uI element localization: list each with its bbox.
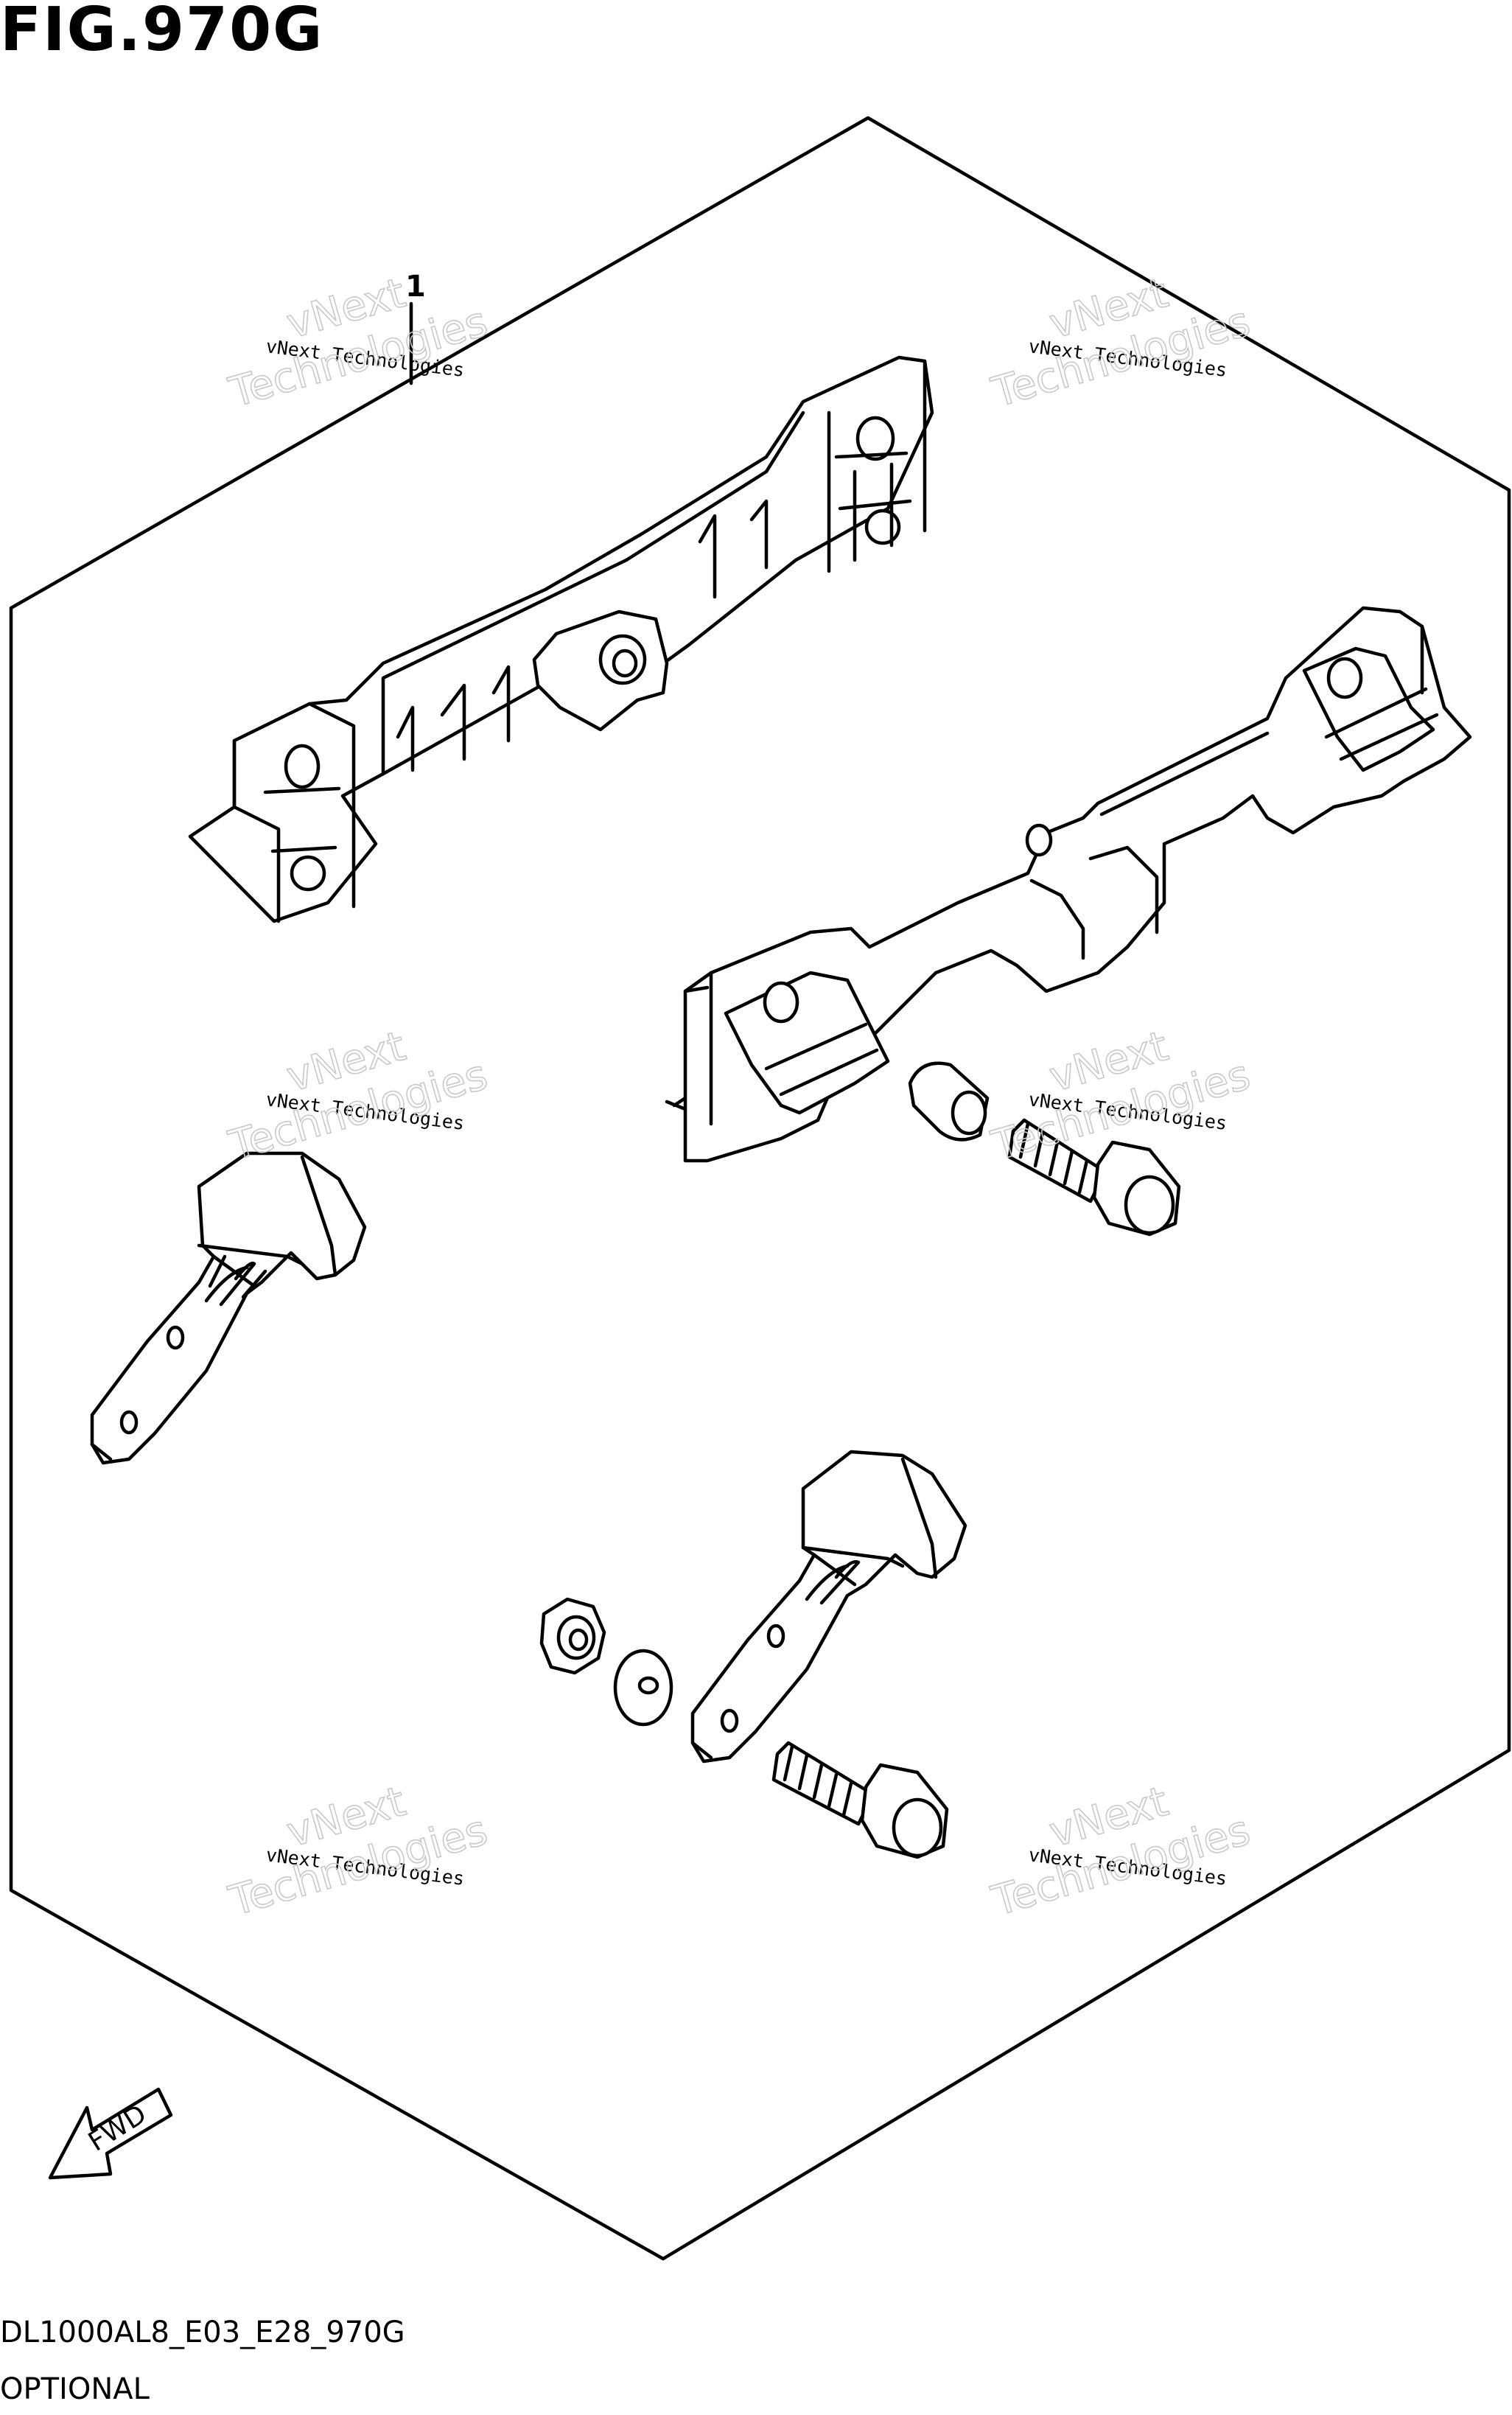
callout-number: 1: [405, 270, 426, 304]
washer: [613, 1649, 673, 1727]
front-carrier-bracket: [665, 606, 1472, 1163]
watermark-bottom-left: vNext Technologies vNext Technologies: [223, 1777, 493, 1926]
watermark-mid-left: vNext Technologies vNext Technologies: [223, 1021, 493, 1170]
diagram-code: DL1000AL8_E03_E28_970G: [0, 2316, 405, 2349]
fwd-arrow-icon: FWD: [48, 2087, 173, 2180]
parts-group-boundary: [9, 116, 1511, 2261]
figure-title: FIG.970G: [0, 0, 324, 65]
side-bracket-right: [690, 1450, 967, 1764]
watermark-top-left: vNext Technologies vNext Technologies: [223, 268, 493, 417]
watermark-top-right: vNext Technologies vNext Technologies: [986, 268, 1256, 417]
diagram-caption: OPTIONAL: [0, 2372, 150, 2406]
bolt-lower: [771, 1741, 949, 1859]
watermark-bottom-right: vNext Technologies vNext Technologies: [986, 1777, 1256, 1926]
bolt-upper: [1007, 1118, 1181, 1237]
rear-carrier-bracket: [188, 355, 934, 923]
callout-1: 1: [405, 270, 426, 385]
side-bracket-left: [90, 1151, 367, 1465]
nut: [539, 1597, 606, 1675]
collar: [908, 1061, 990, 1142]
